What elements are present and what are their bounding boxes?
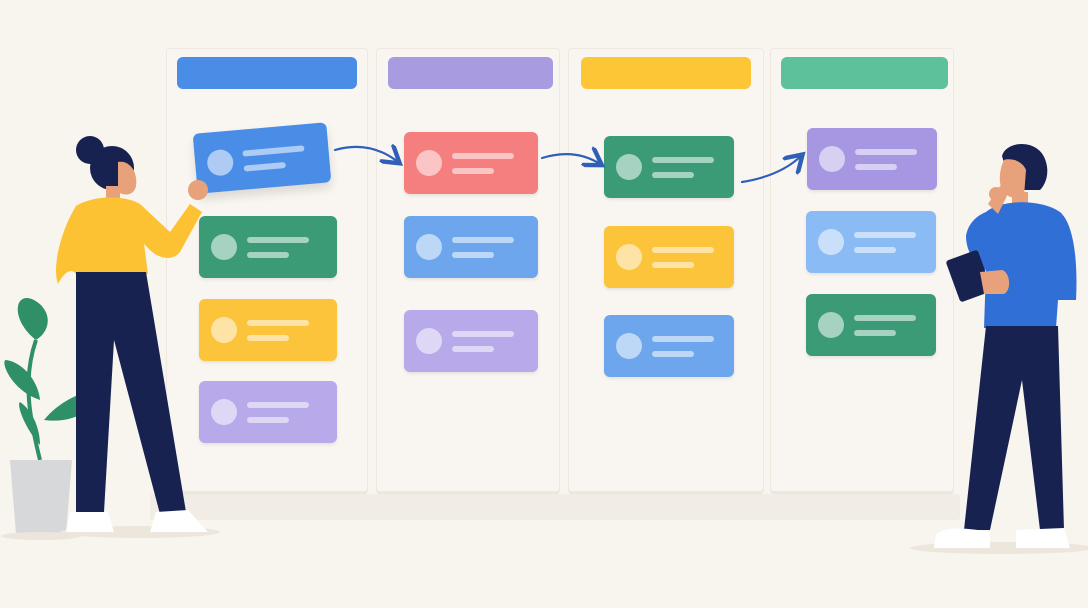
board-column-4 [770, 48, 954, 492]
card-text-line [855, 149, 917, 155]
card-text-line [854, 247, 896, 253]
task-card[interactable] [604, 315, 734, 377]
card-text-line [652, 351, 694, 357]
task-card[interactable] [404, 310, 538, 372]
arrow-right-icon [540, 154, 600, 164]
card-avatar-icon [211, 234, 237, 260]
card-avatar-icon [616, 333, 642, 359]
woman-figure [56, 136, 220, 538]
card-avatar-icon [819, 146, 845, 172]
card-text-line [452, 331, 514, 337]
card-avatar-icon [416, 234, 442, 260]
card-text-line [247, 335, 289, 341]
arrow-right-icon [333, 147, 398, 162]
card-text-line [452, 252, 494, 258]
task-card[interactable] [604, 136, 734, 198]
column-header[interactable] [581, 57, 751, 89]
card-avatar-icon [818, 312, 844, 338]
task-card[interactable] [404, 216, 538, 278]
column-header[interactable] [388, 57, 553, 89]
card-text-line [452, 346, 494, 352]
task-card[interactable] [199, 381, 337, 443]
card-text-line [855, 164, 897, 170]
card-text-line [652, 262, 694, 268]
card-avatar-icon [211, 399, 237, 425]
man-figure [910, 143, 1088, 554]
board-column-3 [568, 48, 764, 492]
card-avatar-icon [616, 154, 642, 180]
task-card[interactable] [806, 211, 936, 273]
card-text-line [652, 172, 694, 178]
card-avatar-icon [416, 328, 442, 354]
board-column-1 [166, 48, 368, 492]
card-avatar-icon [211, 317, 237, 343]
task-card[interactable] [199, 216, 337, 278]
card-text-line [452, 168, 494, 174]
card-text-line [247, 417, 289, 423]
card-text-line [854, 232, 916, 238]
card-text-line [854, 330, 896, 336]
card-text-line [854, 315, 916, 321]
card-text-line [247, 252, 289, 258]
card-text-line [652, 157, 714, 163]
tablet-icon [946, 250, 992, 302]
card-text-line [247, 237, 309, 243]
task-card[interactable] [604, 226, 734, 288]
card-text-line [652, 247, 714, 253]
task-card[interactable] [199, 299, 337, 361]
board-column-2 [376, 48, 560, 492]
card-avatar-icon [416, 150, 442, 176]
arrow-right-icon [740, 156, 801, 184]
task-card[interactable] [807, 128, 937, 190]
card-text-line [652, 336, 714, 342]
task-card[interactable] [404, 132, 538, 194]
card-avatar-icon [616, 244, 642, 270]
column-header[interactable] [781, 57, 948, 89]
card-text-line [247, 402, 309, 408]
column-header[interactable] [177, 57, 357, 89]
task-card[interactable] [806, 294, 936, 356]
card-text-line [452, 237, 514, 243]
board-floor-shadow [150, 494, 960, 520]
card-avatar-icon [818, 229, 844, 255]
card-text-line [247, 320, 309, 326]
card-text-line [452, 153, 514, 159]
